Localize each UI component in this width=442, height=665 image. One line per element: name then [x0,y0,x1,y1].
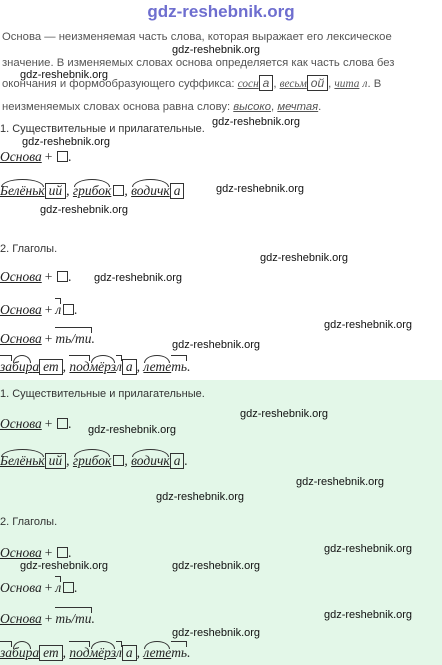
watermark: gdz-reshebnik.org [216,183,305,195]
watermark: gdz-reshebnik.org [22,136,111,148]
watermark: gdz-reshebnik.org [94,272,183,284]
example-ending: ой [306,75,329,91]
null-ending-icon [57,547,69,558]
formula-row: Основа+л. [0,298,78,318]
null-ending-icon [63,304,75,315]
intro-line-3: окончания и формообразующего суффикса: с… [2,75,382,91]
word-ending: ий [44,183,67,199]
formula-row: Основа+. [0,545,72,560]
watermark: gdz-reshebnik.org [20,560,109,572]
verb-root: лете [143,355,171,375]
suffix-mark: л [55,298,61,318]
watermark: gdz-reshebnik.org [240,408,329,420]
watermark: gdz-reshebnik.org [156,491,245,503]
formula-row: Основа+. [0,416,72,431]
formula-row: Основа+л. [0,576,78,596]
watermark: gdz-reshebnik.org [296,476,385,488]
suffix-mark: ть/ти [55,327,92,347]
null-ending-icon [57,271,69,282]
formula-row: Основа+ть/ти. [0,607,95,627]
word-ending: а [169,183,185,199]
formula-row: Основа+ть/ти. [0,327,95,347]
word-root: Белёньк [0,179,45,199]
intro-line-3-text: окончания и формообразующего суффикса: [2,78,235,90]
intro-line-4: неизменяемых словах основа равна слову: … [2,101,322,113]
watermark: gdz-reshebnik.org [172,339,261,351]
word-ending: а [169,453,185,469]
example-word: высоко [233,101,272,113]
verb-root: бир [12,355,32,375]
site-title: gdz-reshebnik.org [147,2,295,21]
null-ending-icon [57,418,69,429]
null-ending-icon [63,582,75,593]
null-ending-icon [113,455,125,466]
watermark: gdz-reshebnik.org [20,69,109,81]
watermark: gdz-reshebnik.org [324,543,413,555]
section-heading: 1. Существительные и прилагательные. [0,388,205,400]
intro-line-1: Основа — неизменяемая часть слова, котор… [2,31,392,43]
watermark: gdz-reshebnik.org [40,204,129,216]
word-root: водичк [131,449,170,469]
answer-panel [0,380,442,665]
watermark: gdz-reshebnik.org [172,627,261,639]
verb-suffix: ть [171,355,187,375]
watermark: gdz-reshebnik.org [212,116,301,128]
watermark: gdz-reshebnik.org [172,44,261,56]
word-root: водичк [131,179,170,199]
word-ending: ий [44,453,67,469]
formula-stem: Основа [0,149,42,164]
watermark: gdz-reshebnik.org [88,424,177,436]
formula-row: Основа+. [0,269,72,284]
verb-prefix: за [0,355,13,375]
section-heading: 1. Существительные и прилагательные. [0,123,205,135]
section-heading: 2. Глаголы. [0,243,58,255]
watermark: gdz-reshebnik.org [172,560,261,572]
verb-root: мёрз [90,355,116,375]
word-root: грибок [73,179,111,199]
verb-suffix: л [116,355,122,375]
intro-line-2: значение. В изменяемых словах основа опр… [2,57,395,69]
null-ending-icon [57,151,69,162]
word-root: грибок [73,449,111,469]
watermark: gdz-reshebnik.org [324,609,413,621]
example-stem: сосн [237,78,259,90]
formula-row: Основа+. [0,149,72,164]
verb-prefix: под [69,355,90,375]
watermark: gdz-reshebnik.org [324,319,413,331]
word-root: Белёньк [0,449,45,469]
verb-ending: а [121,359,137,375]
section-heading: 2. Глаголы. [0,516,58,528]
example-suffix: л [362,78,368,90]
example-stem: весьм [279,78,307,90]
null-ending-icon [113,185,125,196]
verb-ending: ет [39,359,63,375]
example-stem: чита [334,78,360,90]
example-word: мечтая [277,101,319,113]
watermark: gdz-reshebnik.org [260,252,349,264]
example-ending: а [258,75,274,91]
